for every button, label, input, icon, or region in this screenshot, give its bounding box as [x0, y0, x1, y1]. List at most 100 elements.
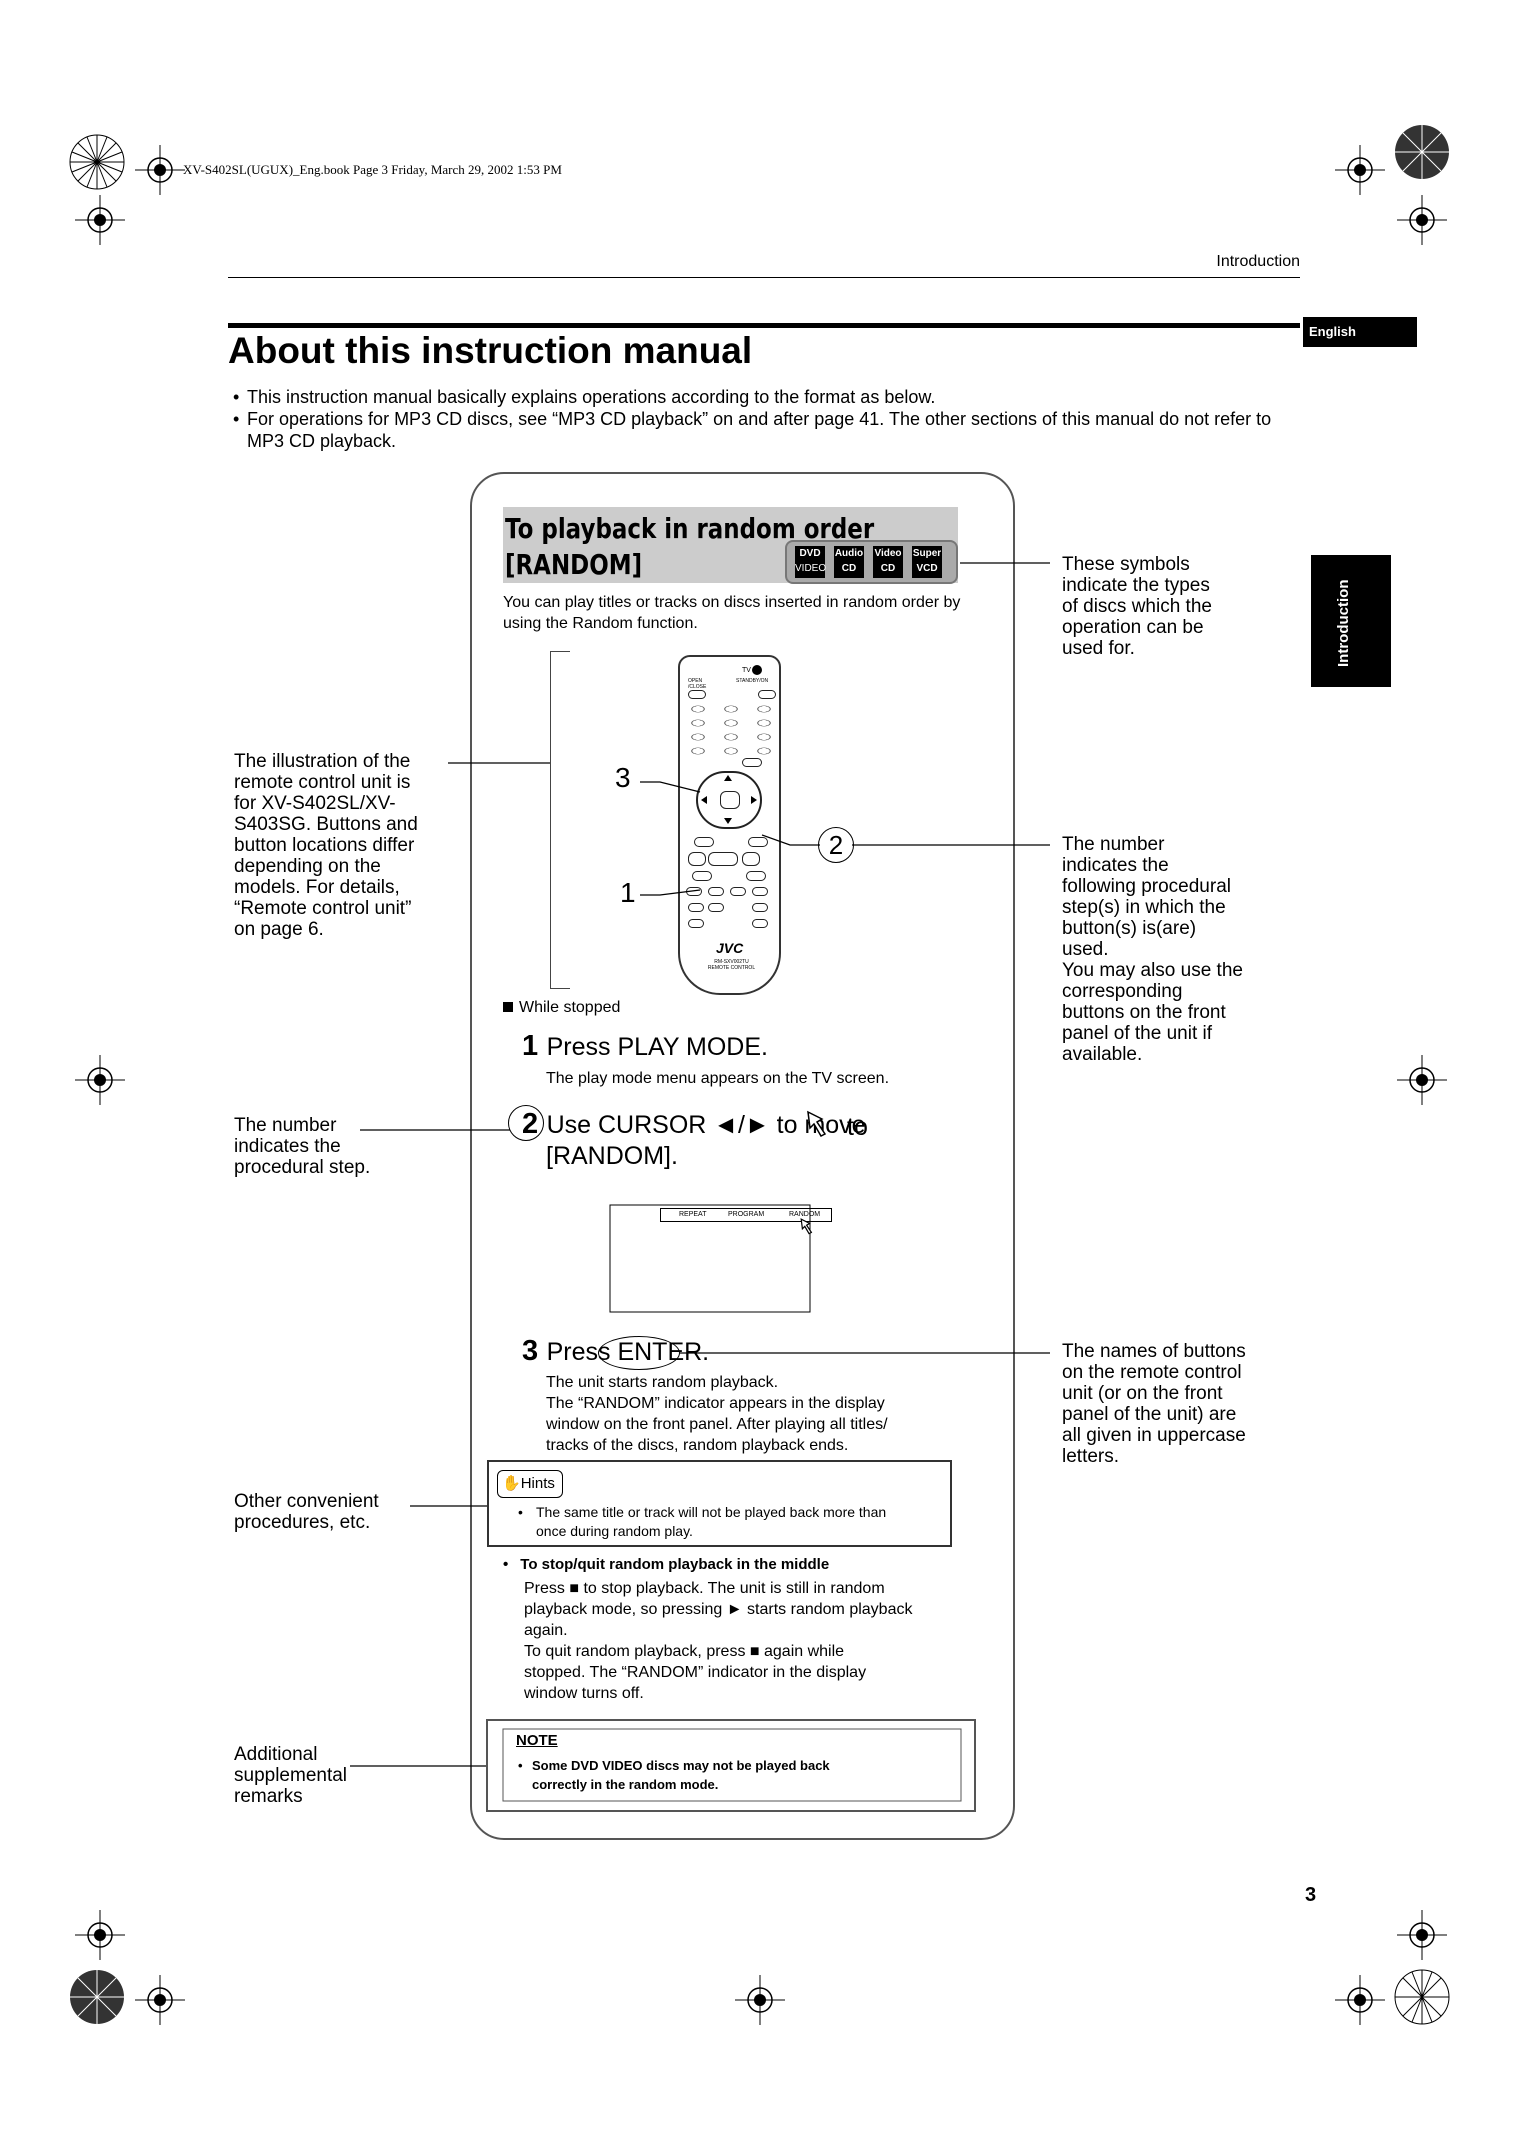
- cursor-pad: [696, 771, 762, 829]
- enter-button: [720, 791, 740, 809]
- step-number: 2: [522, 1108, 539, 1140]
- note-text: •Some DVD VIDEO discs may not be played …: [518, 1758, 830, 1792]
- side-tab: Introduction: [1311, 555, 1391, 687]
- crosshair-mark: [735, 1975, 785, 2025]
- cursor-left-icon: [701, 796, 707, 804]
- crosshair-mark: [1335, 145, 1385, 195]
- remote-key: [694, 837, 714, 847]
- callout-step-number: The number indicates the procedural step…: [234, 1115, 371, 1178]
- cursor-down-icon: [724, 818, 732, 824]
- remote-key: [688, 919, 704, 928]
- remote-key: [708, 903, 724, 912]
- step-2-text-to: to: [847, 1113, 868, 1141]
- while-stopped: While stopped: [503, 997, 620, 1018]
- step-text: Press PLAY MODE.: [546, 1033, 768, 1061]
- callout-illustration: The illustration of the remote control u…: [234, 751, 418, 940]
- step-2-number-circle: [508, 1105, 544, 1141]
- remote-key: [752, 919, 768, 928]
- remote-key: [688, 690, 706, 699]
- callout-hints: Other convenient procedures, etc.: [234, 1491, 379, 1533]
- enter-callout-oval: [598, 1336, 680, 1370]
- intro-bullet: •For operations for MP3 CD discs, see “M…: [233, 409, 1272, 451]
- remote-key: [708, 887, 724, 896]
- tv-label: TV: [742, 667, 751, 674]
- callout-names: The names of buttons on the remote contr…: [1062, 1341, 1246, 1467]
- remote-numpad: [688, 703, 774, 758]
- section-header: Introduction: [1216, 253, 1300, 270]
- standby-label: STANDBY/ON: [736, 678, 769, 684]
- language-tab: English: [1303, 317, 1417, 347]
- title-rule: [228, 323, 1300, 328]
- remote-key: [758, 690, 776, 699]
- stop-text: Press ■ to stop playback. The unit is st…: [524, 1580, 913, 1702]
- crosshair-mark: [1397, 195, 1447, 245]
- step-number: 1: [522, 1030, 539, 1062]
- crosshair-mark: [1397, 1055, 1447, 1105]
- remote-key: [748, 837, 768, 847]
- registration-mark-bottom-right: [1394, 1969, 1450, 2025]
- crosshair-mark: [1397, 1910, 1447, 1960]
- remote-key: [746, 871, 766, 881]
- cursor-up-icon: [724, 775, 732, 781]
- hand-icon: ✋: [502, 1475, 521, 1492]
- stop-button: [688, 852, 706, 866]
- stop-square-icon: [503, 1002, 513, 1012]
- page-number: 3: [1305, 1884, 1317, 1906]
- remote-key: [752, 887, 768, 896]
- stop-heading: •To stop/quit random playback in the mid…: [503, 1556, 830, 1573]
- onscreen-menu-bar: REPEAT PROGRAM RANDOM: [660, 1208, 832, 1222]
- step-2-text-random: [RANDOM].: [546, 1142, 678, 1170]
- crosshair-mark: [135, 145, 185, 195]
- play-button: [708, 852, 738, 866]
- note-label: NOTE: [516, 1732, 558, 1749]
- intro-bullet: •This instruction manual basically expla…: [233, 387, 936, 407]
- cursor-right-icon: [751, 796, 757, 804]
- print-header: XV-S402SL(UGUX)_Eng.book Page 3 Friday, …: [183, 162, 562, 177]
- remote-key: [730, 887, 746, 896]
- crosshair-mark: [135, 1975, 185, 2025]
- step-3-marker: 3: [615, 762, 631, 793]
- callout-number: The number indicates the following proce…: [1062, 834, 1243, 1065]
- hints-text: •The same title or track will not be pla…: [518, 1504, 887, 1539]
- step-1-marker: 1: [620, 877, 636, 908]
- power-button: [752, 665, 762, 675]
- remote-key: [692, 871, 712, 881]
- crosshair-mark: [75, 1910, 125, 1960]
- open-close-label: OPEN /CLOSE: [688, 678, 707, 690]
- sample-page-frame: [470, 472, 1015, 1840]
- pointer-cursor-icon: [807, 1110, 827, 1137]
- remote-control-illustration: TV OPEN /CLOSE STANDBY/ON JVC RM-SXV002T…: [678, 655, 781, 995]
- header-rule: [228, 277, 1300, 278]
- page-title: About this instruction manual: [228, 330, 753, 371]
- remote-bracket: [550, 651, 570, 989]
- remote-brand: JVC: [716, 940, 744, 956]
- registration-mark-bottom-left: [70, 1970, 124, 2024]
- intro-bullets: •This instruction manual basically expla…: [233, 386, 1303, 452]
- crosshair-mark: [75, 1055, 125, 1105]
- remote-key: [742, 758, 762, 767]
- sample-heading: To playback in random order [RANDOM]: [505, 512, 875, 581]
- hints-badge: ✋Hints: [497, 1470, 563, 1498]
- step-1-detail: The play mode menu appears on the TV scr…: [546, 1070, 890, 1087]
- callout-symbols: These symbols indicate the types of disc…: [1062, 554, 1212, 659]
- step-3-detail: The unit starts random playback. The “RA…: [546, 1374, 888, 1454]
- play-mode-button: [688, 903, 704, 912]
- remote-key: [752, 903, 768, 912]
- registration-mark-top-left: [69, 134, 125, 190]
- registration-mark-top-right: [1395, 125, 1449, 179]
- step-number: 3: [522, 1335, 539, 1367]
- pause-button: [742, 852, 760, 866]
- crosshair-mark: [75, 195, 125, 245]
- callout-note: Additional supplemental remarks: [234, 1744, 348, 1807]
- crosshair-mark: [1335, 1975, 1385, 2025]
- menu-cursor-icon: [800, 1218, 813, 1235]
- sample-description: You can play titles or tracks on discs i…: [503, 594, 961, 632]
- step-1: 1 Press PLAY MODE.: [522, 1030, 768, 1063]
